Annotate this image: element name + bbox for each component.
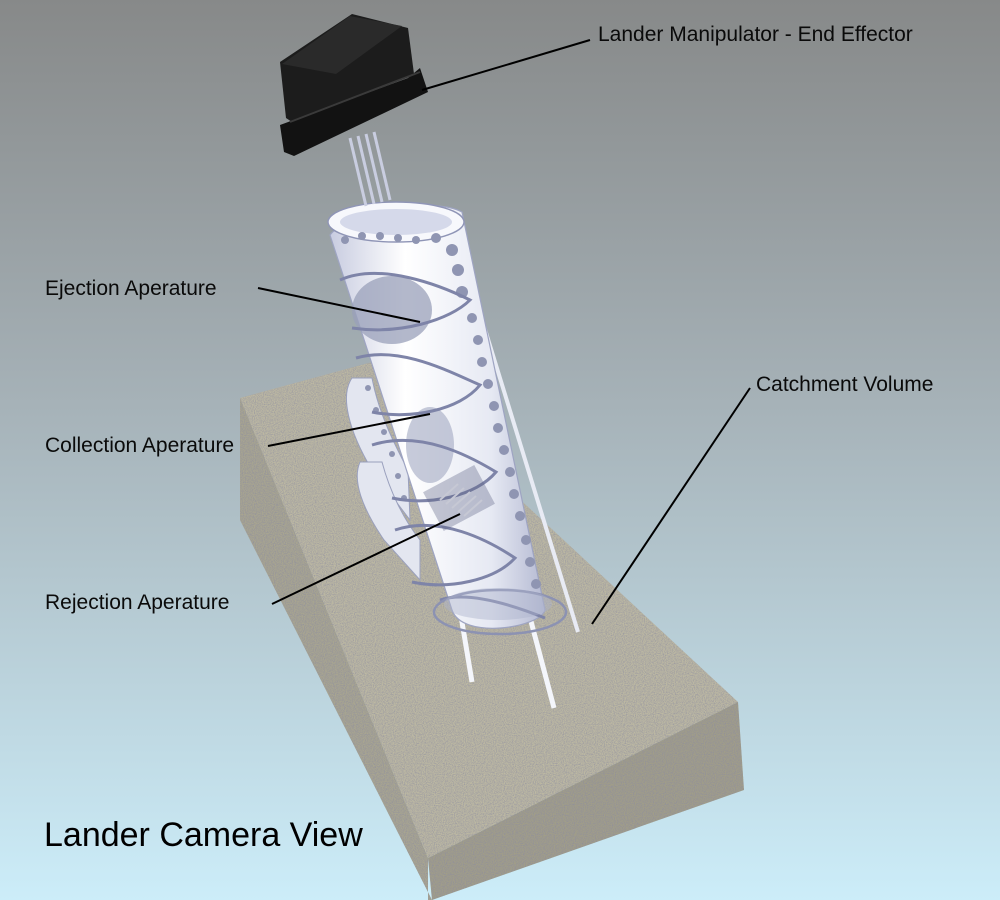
drive-shaft-rods <box>348 131 392 207</box>
leader-rejection <box>271 513 461 605</box>
label-ejection-aperture: Ejection Aperature <box>45 277 217 300</box>
soil-block-front-side <box>428 702 744 900</box>
catchment-bottom-shade <box>444 588 552 620</box>
label-catchment-volume: Catchment Volume <box>756 373 934 396</box>
catchment-bottom-rim <box>432 588 568 636</box>
leader-collection <box>267 413 431 447</box>
caption-camera-view: Lander Camera View <box>44 816 363 854</box>
end-effector-edge <box>289 71 421 123</box>
leader-ejection <box>257 287 421 323</box>
sampler-device <box>327 131 580 709</box>
leader-catchment <box>591 387 751 625</box>
label-collection-aperture: Collection Aperature <box>45 434 235 457</box>
rejection-aperture-grill <box>439 483 483 517</box>
leader-end-effector <box>421 39 591 91</box>
leader-lines <box>257 39 751 625</box>
scoop-rear-panel <box>346 377 411 522</box>
label-end-effector: Lander Manipulator - End Effector <box>598 23 913 46</box>
end-effector-flange <box>280 68 428 156</box>
end-effector-block <box>280 14 428 156</box>
cylinder-top-opening <box>340 209 452 235</box>
end-effector-top-face <box>282 16 402 74</box>
soil-block-left-side <box>240 398 432 900</box>
scoop-lower-panel <box>356 461 421 582</box>
rejection-aperture-slot <box>423 464 495 532</box>
label-rejection-aperture: Rejection Aperature <box>45 591 230 614</box>
perforation-holes <box>341 232 541 589</box>
